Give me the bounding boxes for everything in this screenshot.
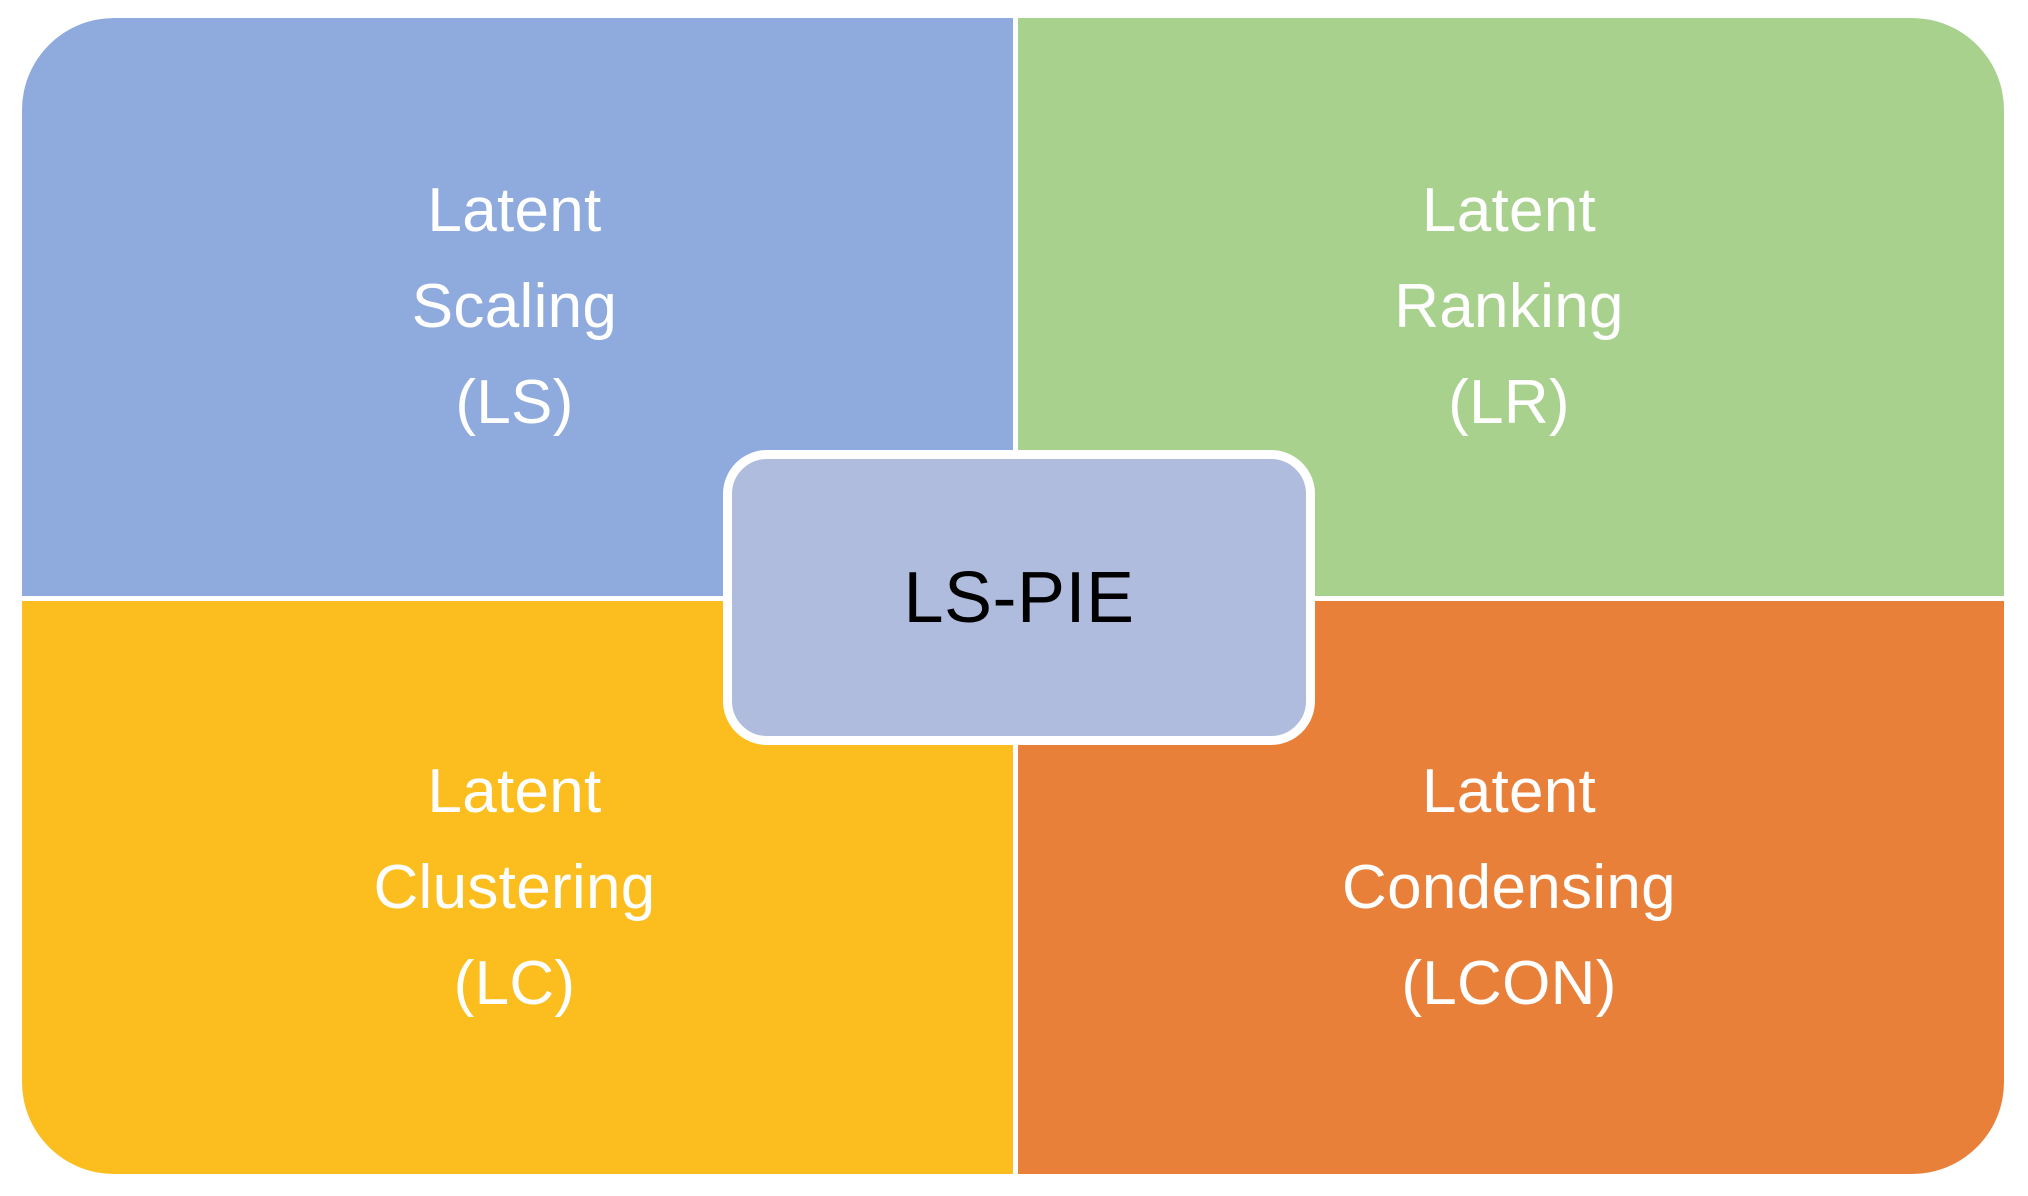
quadrant-label-group: Latent Ranking (LR) <box>1016 163 2006 451</box>
quadrant-label-line-1: Latent <box>1421 756 1597 826</box>
quadrant-label-line-2: Condensing <box>1342 852 1676 922</box>
quadrant-label-line-2: Ranking <box>1394 272 1624 341</box>
quadrant-label-line-1: Latent <box>427 756 602 826</box>
center-hub-label: LS-PIE <box>903 557 1135 638</box>
quadrant-label-group: Latent Clustering (LC) <box>19 744 1016 1032</box>
center-hub-lspie[interactable]: LS-PIE <box>723 450 1315 745</box>
quadrant-label-line-2: Scaling <box>411 272 618 341</box>
quadrant-label-line-1: Latent <box>1421 176 1597 245</box>
quadrant-label-line-3: (LC) <box>453 948 576 1018</box>
quadrant-label-line-1: Latent <box>427 176 602 245</box>
quadrant-latent-condensing[interactable]: Latent Condensing (LCON) <box>1018 601 2004 1174</box>
quadrant-label-line-2: Clustering <box>373 852 656 922</box>
quadrant-label-line-3: (LS) <box>455 368 574 437</box>
quadrant-label-group: Latent Scaling (LS) <box>19 163 1016 451</box>
quadrant-label-group: Latent Condensing (LCON) <box>1016 744 2006 1032</box>
quadrant-label-line-3: (LR) <box>1448 368 1570 437</box>
quadrant-label-line-3: (LCON) <box>1401 948 1617 1018</box>
quadrant-latent-scaling[interactable]: Latent Scaling (LS) <box>22 18 1013 596</box>
